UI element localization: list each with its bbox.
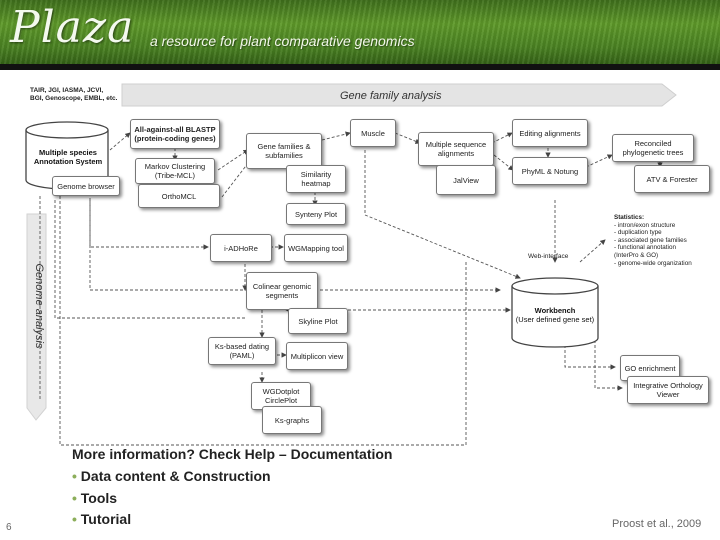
statistics-title: Statistics: (614, 214, 645, 221)
gene-families-box: Gene families &subfamilies (246, 133, 322, 169)
bullet-tutorial[interactable]: • Tutorial (72, 511, 132, 527)
bullet-tools[interactable]: • Tools (72, 490, 118, 506)
markov-clustering-box: Markov Clustering(Tribe-MCL) (135, 158, 215, 184)
header-divider (0, 64, 720, 70)
statistics-item: (InterPro & GO) (614, 251, 659, 259)
jalview-box: JalView (436, 165, 496, 195)
header-banner: Plaza a resource for plant comparative g… (0, 0, 720, 68)
editing-alignments-box: Editing alignments (512, 119, 588, 147)
iadhore-box: i-ADHoRe (210, 234, 272, 262)
workbench-database-icon (511, 277, 599, 348)
phyml-notung-box: PhyML & Notung (512, 157, 588, 185)
statistics-item: - duplication type (614, 229, 662, 237)
sources-line-2: BGI, Genoscope, EMBL, etc. (30, 95, 118, 102)
genome-analysis-label: Genome analysis (33, 263, 45, 349)
page-number: 6 (6, 522, 12, 533)
web-interface-label: Web-interface (528, 253, 569, 260)
statistics-item: - genome-wide organization (614, 259, 692, 267)
muscle-box: Muscle (350, 119, 396, 147)
ks-graphs-box: Ks-graphs (262, 406, 322, 434)
statistics-list: Statistics: - intron/exon structure - du… (614, 214, 718, 267)
grass-background (0, 0, 720, 68)
plaza-logo: Plaza (10, 2, 135, 53)
citation: Proost et al., 2009 (612, 518, 702, 530)
atv-forester-box: ATV & Forester (634, 165, 710, 193)
statistics-item: - intron/exon structure (614, 221, 676, 229)
tagline: a resource for plant comparative genomic… (150, 33, 415, 49)
synteny-plot-box: Synteny Plot (286, 203, 346, 225)
gene-family-analysis-label: Gene family analysis (340, 90, 442, 102)
genome-browser-box: Genome browser (52, 176, 120, 196)
wgmapping-tool-box: WGMapping tool (284, 234, 348, 262)
gene-family-arrow-band (121, 83, 677, 107)
orthomcl-box: OrthoMCL (138, 184, 220, 208)
sources-line-1: TAIR, JGI, IASMA, JCVI, (30, 87, 104, 94)
workbench-label: Workbench(User defined gene set) (515, 306, 595, 324)
multiplicon-view-box: Multiplicon view (286, 342, 348, 370)
blastp-box: All-against-all BLASTP(protein-coding ge… (130, 119, 220, 149)
data-sources: TAIR, JGI, IASMA, JCVI, BGI, Genoscope, … (30, 87, 117, 103)
ks-dating-box: Ks-based dating(PAML) (208, 337, 276, 365)
more-information-text: More information? Check Help – Documenta… (72, 446, 393, 462)
statistics-item: - associated gene families (614, 236, 687, 244)
genome-analysis-arrow-band (26, 213, 47, 421)
skyline-plot-box: Skyline Plot (288, 308, 348, 334)
statistics-item: - functional annotation (614, 244, 676, 252)
bullet-data-content[interactable]: • Data content & Construction (72, 468, 271, 484)
